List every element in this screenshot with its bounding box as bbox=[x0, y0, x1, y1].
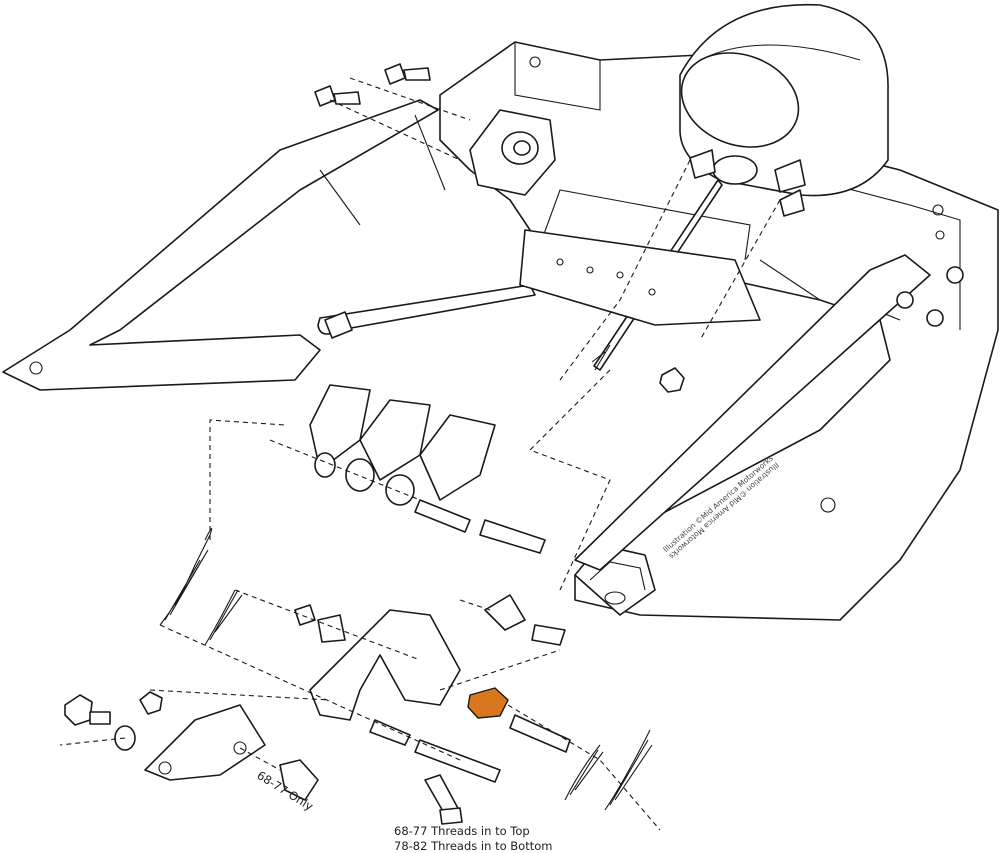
lower-hardware bbox=[64, 691, 571, 825]
vacuum-booster bbox=[679, 3, 889, 197]
return-springs bbox=[159, 528, 653, 811]
highlighted-bushing bbox=[467, 687, 509, 719]
mount-bracket bbox=[469, 109, 761, 326]
tie-rod bbox=[317, 284, 536, 339]
left-support-arm bbox=[2, 99, 446, 391]
bolt-note-line2: 78-82 Threads in to Bottom bbox=[394, 839, 553, 853]
hex-bolts bbox=[314, 63, 685, 393]
bolt-note-line1: 68-77 Threads in to Top bbox=[394, 824, 530, 838]
assembly-lines bbox=[59, 77, 781, 831]
right-support-arm bbox=[574, 254, 964, 571]
pedal-bracket bbox=[294, 594, 566, 721]
bolt-note-label: 68-77 Threads in to Top 78-82 Threads in… bbox=[394, 824, 552, 853]
pedal-mount-brackets bbox=[309, 384, 546, 554]
